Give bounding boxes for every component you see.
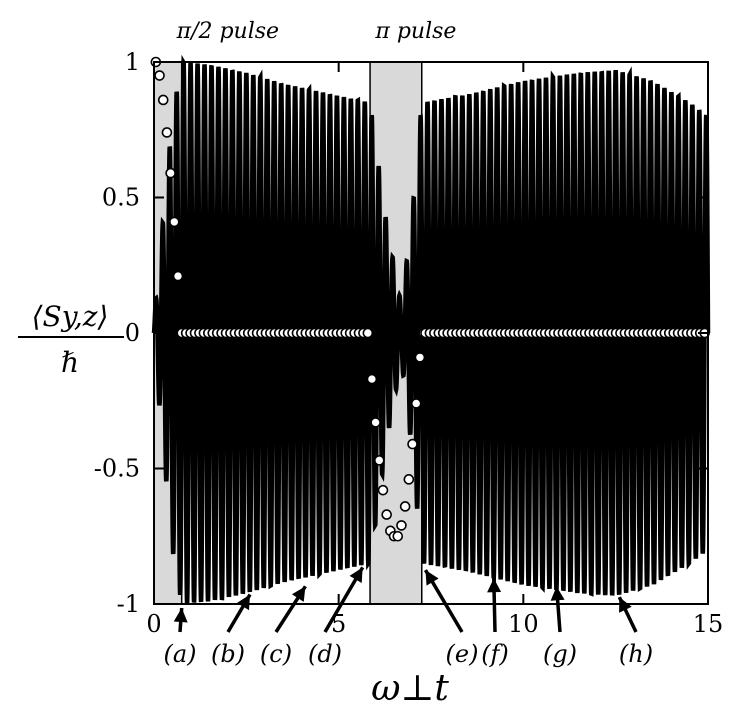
annotation-arrow xyxy=(423,569,464,633)
y-tick-label: -0.5 xyxy=(94,455,140,483)
x-tick-label: 15 xyxy=(693,610,724,638)
annotation-arrow xyxy=(617,596,638,633)
circle-point xyxy=(362,327,374,339)
x-axis-label: ω⊥t xyxy=(371,668,449,709)
annotation-label: (g) xyxy=(543,640,577,668)
annotation-arrow xyxy=(487,578,502,633)
circle-point xyxy=(157,94,169,106)
y-axis-label-numerator: ⟨Sy,z⟩ xyxy=(32,300,109,333)
circle-point xyxy=(399,501,411,512)
circle-point xyxy=(366,373,378,385)
circle-point xyxy=(154,70,165,81)
x-tick-label: 5 xyxy=(331,610,346,638)
circle-point xyxy=(410,398,422,409)
y-tick-label: 0.5 xyxy=(102,184,140,212)
circle-point xyxy=(392,530,404,542)
circle-point xyxy=(172,270,184,282)
circle-point xyxy=(407,438,418,450)
axis-ticks xyxy=(153,61,709,605)
x-tick-label: 0 xyxy=(146,610,161,638)
annotation-label: (h) xyxy=(619,640,653,668)
annotation-label: (f) xyxy=(481,640,509,668)
oscillation-line xyxy=(151,54,711,604)
annotation-arrows xyxy=(173,566,638,633)
circle-point xyxy=(370,417,381,428)
x-tick-label: 10 xyxy=(508,610,539,638)
annotation-arrow xyxy=(226,593,252,633)
annotation-arrow xyxy=(550,586,565,633)
y-tick-label: 0 xyxy=(125,319,140,347)
circle-point xyxy=(381,509,392,520)
circle-point xyxy=(169,216,180,228)
annotation-arrow xyxy=(323,566,365,633)
pulse-label-1: π pulse xyxy=(374,19,456,44)
circle-series xyxy=(150,56,710,542)
y-tick-label: 1 xyxy=(125,48,140,76)
circle-point xyxy=(414,352,426,363)
annotation-label: (b) xyxy=(211,640,245,668)
annotation-label: (a) xyxy=(163,640,196,668)
annotation-arrow xyxy=(274,585,307,633)
circle-point xyxy=(373,455,385,466)
circle-point xyxy=(161,127,173,138)
annotation-arrow xyxy=(173,607,188,633)
circle-point xyxy=(396,520,407,531)
circle-point xyxy=(403,474,415,485)
annotation-label: (e) xyxy=(446,640,479,668)
circle-point xyxy=(377,484,389,496)
y-axis-label-denominator: ℏ xyxy=(61,346,79,379)
annotation-label: (c) xyxy=(260,640,292,668)
y-tick-label: -1 xyxy=(117,590,140,618)
labels: π/2 pulse π pulse 0 5 10 15 1 0.5 0 -0.5 -1 (a) (b) (… xyxy=(94,19,724,668)
circle-point xyxy=(165,167,176,179)
pulse-label-0: π/2 pulse xyxy=(176,19,279,44)
annotation-label: (d) xyxy=(308,640,342,668)
oscillation-series xyxy=(151,54,711,604)
